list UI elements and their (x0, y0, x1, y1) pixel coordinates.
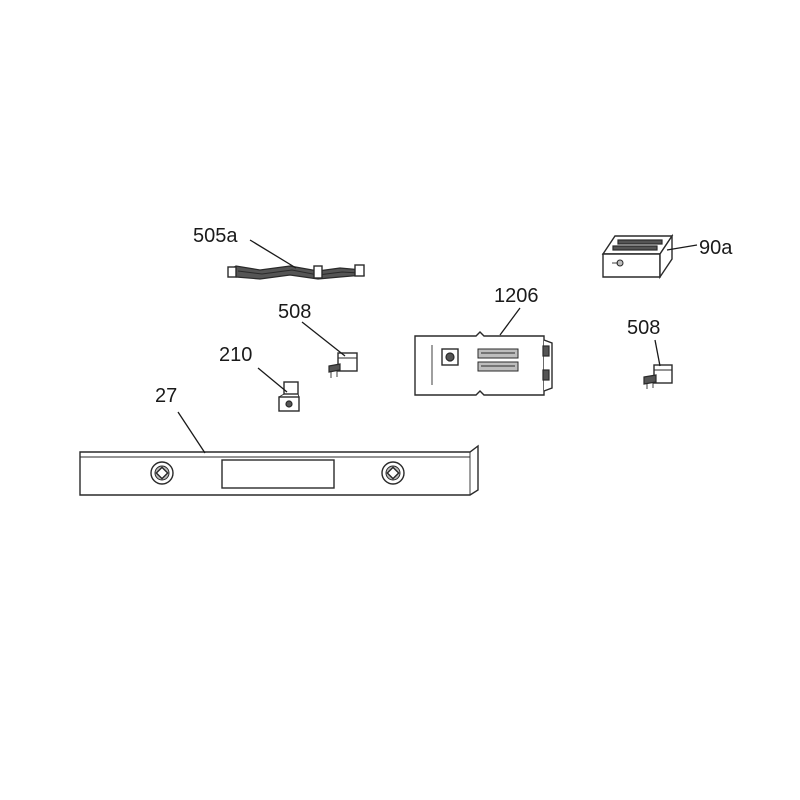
callout-505a: 505a (193, 225, 238, 247)
leader-210 (257, 367, 288, 393)
knob-left[interactable] (150, 461, 174, 485)
display-segment-bottom (477, 361, 519, 372)
leader-508-right (654, 339, 661, 367)
leader-1206 (499, 307, 521, 336)
callout-210: 210 (219, 344, 252, 366)
callout-90a: 90a (699, 237, 733, 259)
display-segment-top (477, 348, 519, 359)
display-window (221, 459, 335, 489)
control-panel-27[interactable] (79, 444, 479, 496)
heater-508-right[interactable] (643, 364, 673, 389)
leader-27 (177, 411, 206, 454)
callout-1206: 1206 (494, 285, 539, 307)
relay-block-90a[interactable] (601, 233, 674, 280)
callout-508-left: 508 (278, 301, 311, 323)
leader-508-left (301, 321, 346, 357)
leader-505a (249, 239, 297, 269)
leader-90a (666, 244, 698, 251)
wire-harness-505a[interactable] (227, 264, 365, 280)
bracket-210[interactable] (278, 381, 300, 412)
electronic-module-1206[interactable] (414, 331, 553, 396)
callout-508-right: 508 (627, 317, 660, 339)
knob-right[interactable] (381, 461, 405, 485)
callout-27: 27 (155, 385, 177, 407)
heater-508-left[interactable] (328, 352, 358, 378)
